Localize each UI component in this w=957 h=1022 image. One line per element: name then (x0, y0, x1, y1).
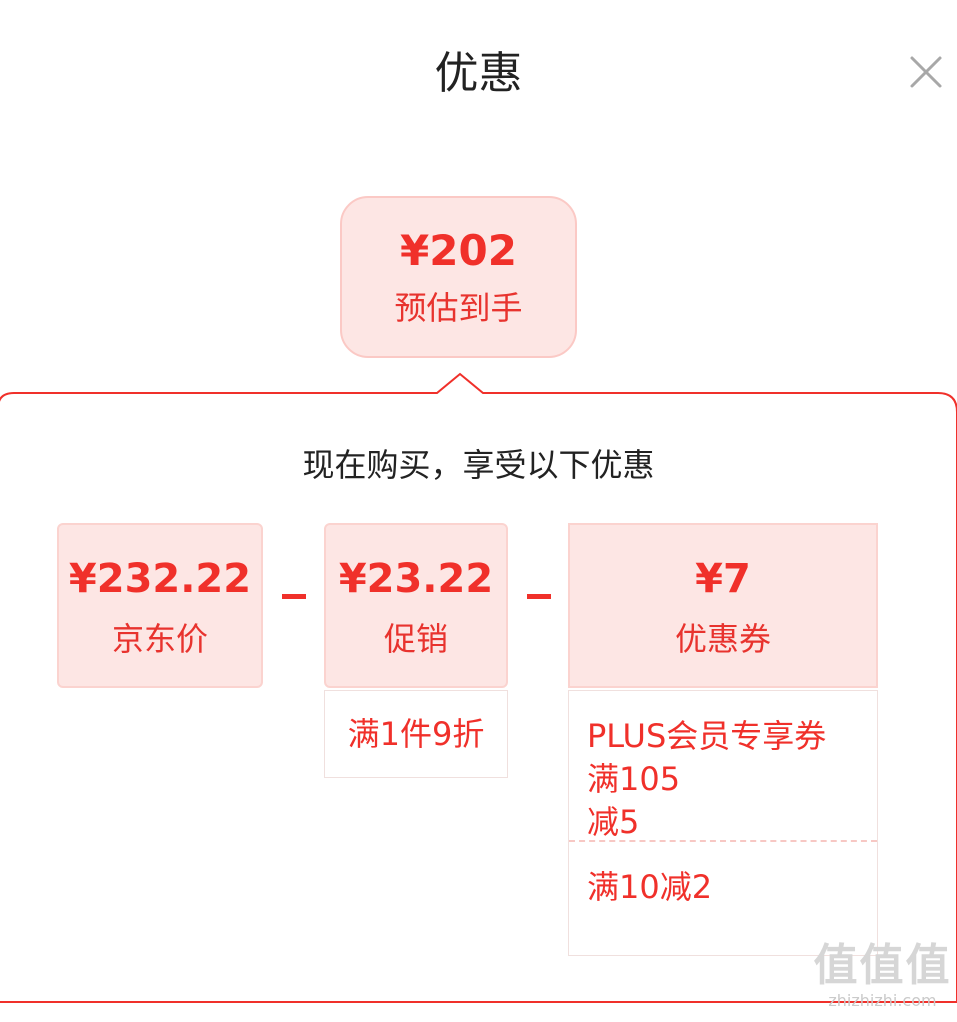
estimated-price-card: ¥202 预估到手 (340, 196, 577, 358)
promotion-label: 促销 (383, 620, 448, 658)
watermark-url: zhizhizhi.com (828, 991, 937, 1010)
coupon-item-line: 满10减2 (587, 868, 713, 906)
coupon-item-line: PLUS会员专享券 (587, 717, 827, 755)
coupon-item: PLUS会员专享券 满105 减5 (569, 691, 877, 842)
promotion-value: ¥23.22 (338, 556, 494, 602)
coupon-detail-list: PLUS会员专享券 满105 减5 满10减2 (568, 690, 878, 956)
breakdown-subtitle: 现在购买，享受以下优惠 (302, 446, 655, 484)
promotion-card: ¥23.22 促销 (324, 523, 508, 688)
close-icon (910, 56, 942, 88)
close-button[interactable] (906, 52, 946, 92)
coupon-value: ¥7 (695, 556, 751, 602)
jd-price-value: ¥232.22 (68, 556, 252, 602)
promotion-detail: 满1件9折 (324, 690, 508, 778)
estimated-price-label: 预估到手 (394, 289, 523, 327)
estimated-price-value: ¥202 (400, 226, 517, 275)
coupon-item: 满10减2 (569, 842, 877, 909)
coupon-item-line: 满105 (587, 760, 681, 798)
watermark: 值值值 zhizhizhi.com (808, 942, 957, 1022)
jd-price-card: ¥232.22 京东价 (57, 523, 263, 688)
coupon-label: 优惠券 (674, 620, 771, 658)
coupon-item-line: 减5 (587, 803, 640, 841)
minus-operator (282, 594, 306, 599)
watermark-logo: 值值值 (813, 940, 952, 991)
breakdown-panel-border (0, 372, 957, 1003)
minus-operator (527, 594, 551, 599)
page-title: 优惠 (434, 48, 523, 99)
jd-price-label: 京东价 (111, 620, 208, 658)
coupon-card: ¥7 优惠券 (568, 523, 878, 688)
